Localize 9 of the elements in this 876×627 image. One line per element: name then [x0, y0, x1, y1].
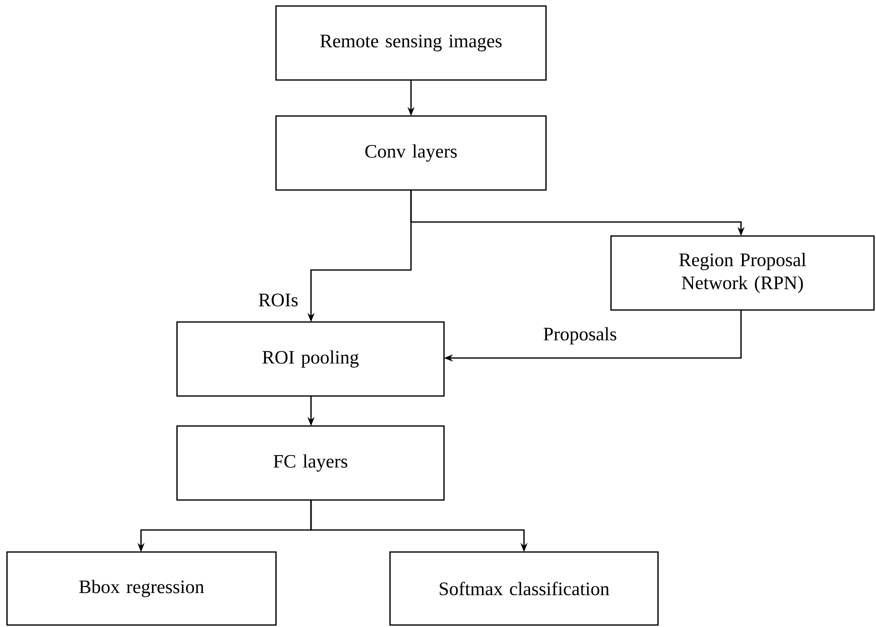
process-box: ROI pooling [176, 321, 445, 397]
edge-label: ROIs [257, 292, 300, 308]
process-box: Bbox regression [6, 551, 277, 626]
process-box: Remote sensing images [275, 5, 547, 81]
process-box: Region Proposal Network (RPN) [610, 235, 875, 311]
process-box: FC layers [176, 425, 445, 501]
process-box: Softmax classification [389, 551, 659, 626]
process-box: Conv layers [275, 115, 547, 191]
edge-label: Proposals [542, 326, 618, 346]
